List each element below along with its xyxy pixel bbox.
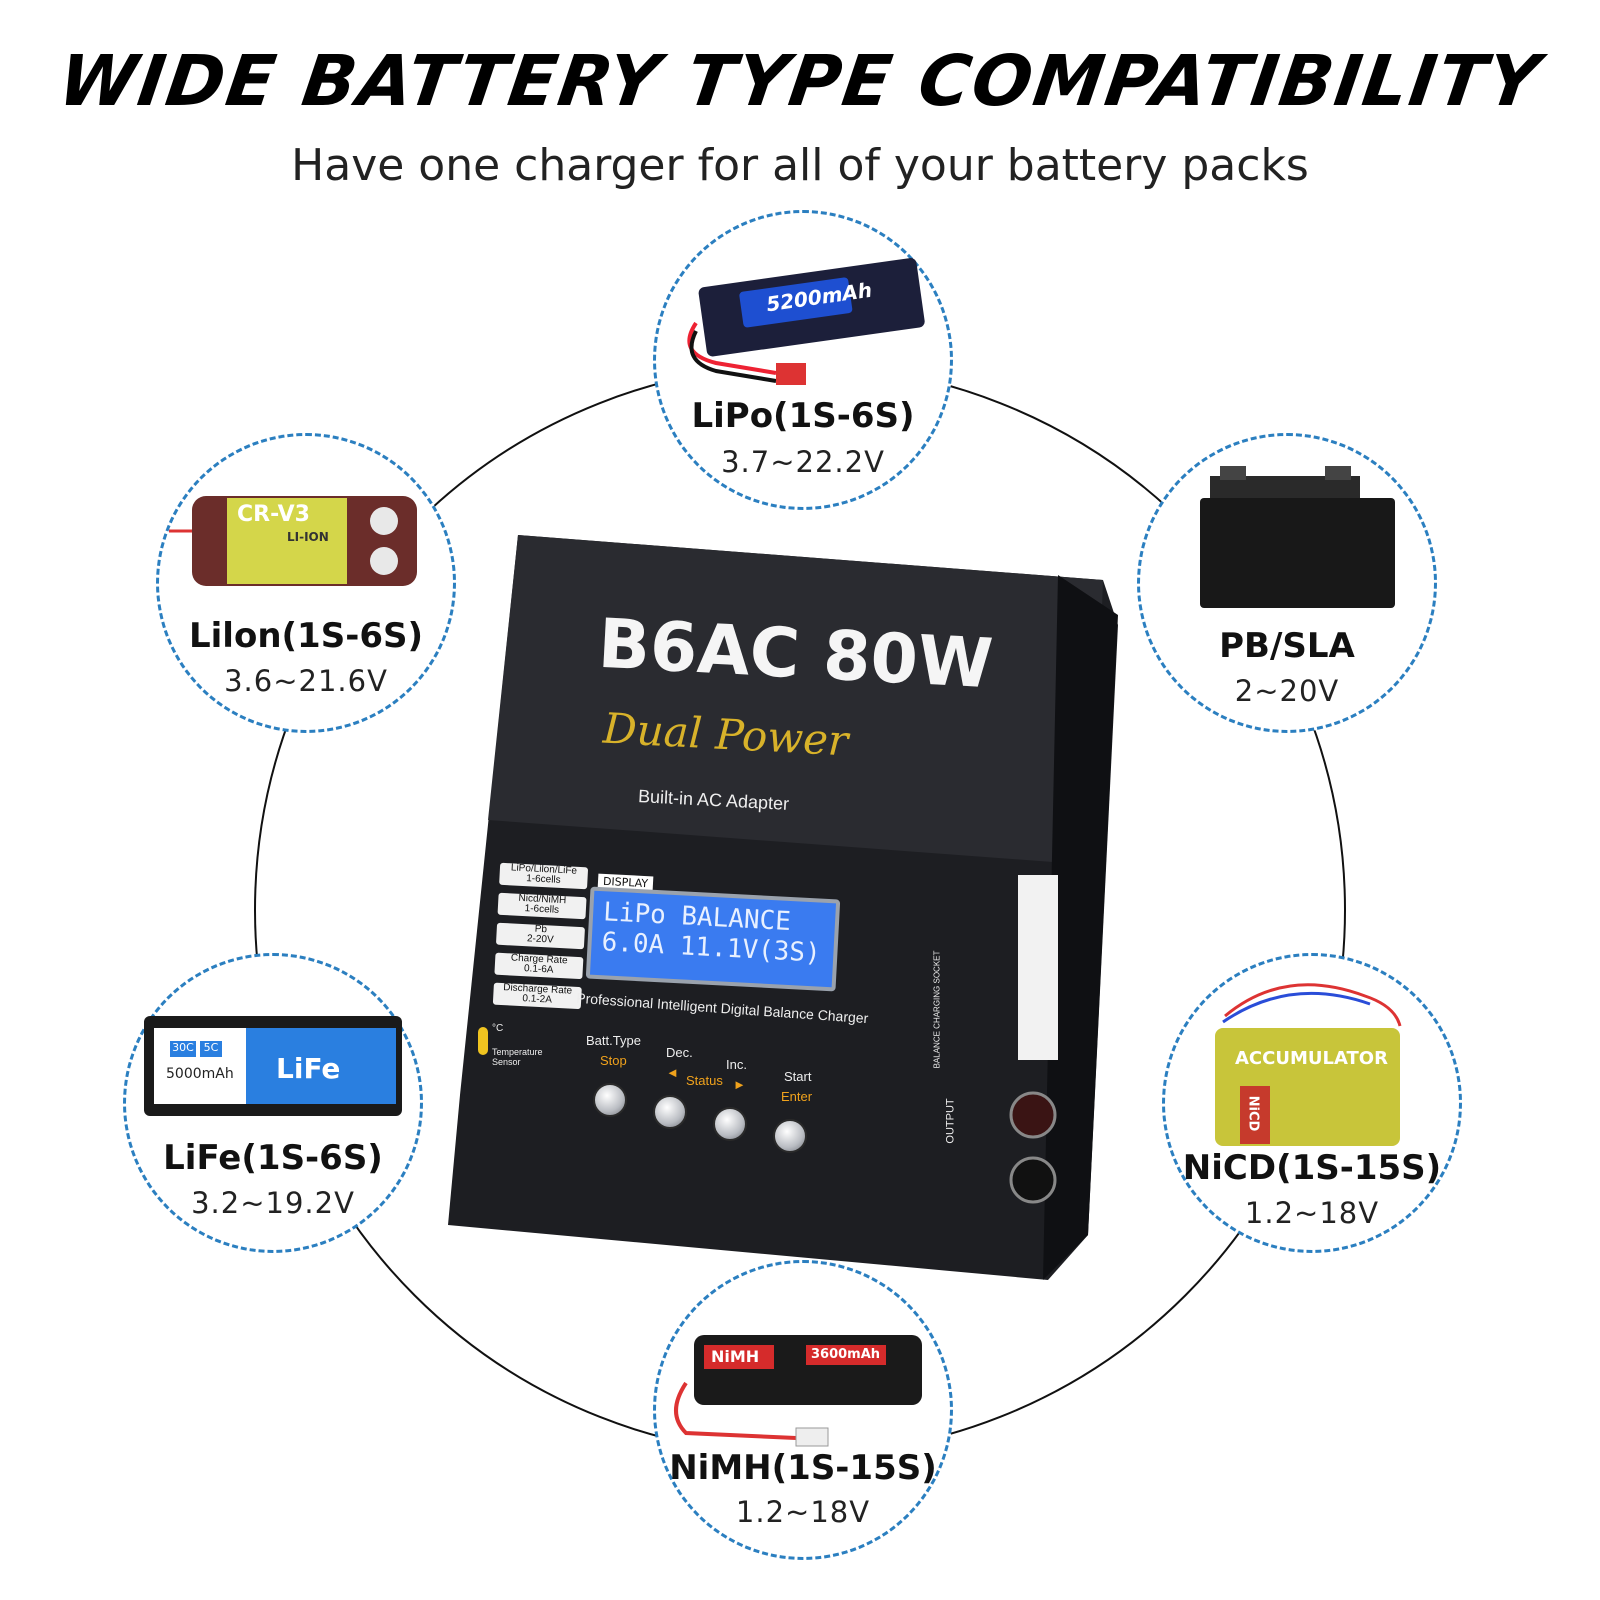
nicd-side-label: NiCD [1245, 1095, 1261, 1132]
button-sub-dec: ◄ [666, 1065, 679, 1080]
life-capacity: 5000mAh [166, 1066, 234, 1082]
pbsla-voltage: 2~20V [1234, 674, 1340, 708]
lilon-sub: LI-ION [287, 530, 329, 544]
battery-card-pbsla: PB/SLA 2~20V [1137, 433, 1437, 733]
life-c2: 5C [200, 1041, 222, 1057]
battery-card-lipo: 5200mAh LiPo(1S-6S) 3.7~22.2V [653, 210, 953, 510]
dec-button[interactable] [653, 1095, 687, 1129]
output-label: OUTPUT [944, 1098, 957, 1144]
temp-unit: °C [492, 1023, 504, 1034]
battery-card-lilon: CR-V3 LI-ION Lilon(1S-6S) 3.6~21.6V [156, 433, 456, 733]
button-sub-stop: Stop [600, 1053, 627, 1068]
battery-card-nicd: ACCUMULATOR NiCD NiCD(1S-15S) 1.2~18V [1162, 953, 1462, 1253]
balance-socket-label: BALANCE CHARGING SOCKET [932, 950, 942, 1069]
lilon-label: Lilon(1S-6S) [188, 616, 423, 656]
nicd-label: NiCD(1S-15S) [1182, 1148, 1442, 1188]
button-label-batt-type: Batt.Type [586, 1033, 641, 1048]
pbsla-label: PB/SLA [1219, 626, 1355, 666]
lilon-battery-icon [169, 496, 417, 586]
batt-type-button[interactable] [593, 1083, 627, 1117]
button-label-start: Start [784, 1069, 812, 1084]
lipo-battery-icon [687, 258, 925, 385]
sla-battery-icon [1200, 466, 1395, 608]
charger-device: B6AC 80W Dual Power Built-in AC Adapter … [448, 535, 1128, 1285]
start-button[interactable] [773, 1119, 807, 1153]
nimh-battery-icon [674, 1335, 922, 1447]
button-sub-enter: Enter [781, 1089, 813, 1104]
life-voltage: 3.2~19.2V [191, 1186, 355, 1220]
button-label-inc: Inc. [726, 1057, 747, 1072]
nicd-battery-icon [1215, 983, 1402, 1146]
page-title: WIDE BATTERY TYPE COMPATIBILITY [53, 40, 1547, 122]
button-sub-inc: ► [733, 1077, 746, 1092]
life-c1: 30C [170, 1041, 196, 1057]
thermometer-icon [478, 1027, 488, 1055]
life-battery-icon [144, 1016, 402, 1116]
lipo-voltage: 3.7~22.2V [721, 445, 885, 479]
nimh-label: NiMH(1S-15S) [669, 1448, 937, 1488]
status-label: Status [686, 1073, 723, 1088]
lcd-screen: LiPo BALANCE 6.0A 11.1V(3S) [585, 886, 841, 992]
nimh-capacity: 3600mAh [811, 1347, 881, 1362]
battery-card-life: 30C 5C 5000mAh LiFe LiFe(1S-6S) 3.2~19.2… [123, 953, 423, 1253]
page-subtitle: Have one charger for all of your battery… [291, 140, 1309, 191]
inc-button[interactable] [713, 1107, 747, 1141]
lilon-voltage: 3.6~21.6V [224, 664, 388, 698]
lipo-label: LiPo(1S-6S) [691, 396, 915, 436]
life-badge: LiFe [276, 1052, 341, 1085]
lilon-badge: CR-V3 [237, 502, 310, 527]
nimh-voltage: 1.2~18V [735, 1495, 871, 1529]
battery-card-nimh: NiMH 3600mAh NiMH(1S-15S) 1.2~18V [653, 1260, 953, 1560]
temp-label: Temperature Sensor [492, 1047, 543, 1067]
nicd-voltage: 1.2~18V [1244, 1196, 1380, 1230]
button-label-dec: Dec. [666, 1045, 693, 1060]
life-label: LiFe(1S-6S) [163, 1138, 383, 1178]
nimh-badge: NiMH [711, 1347, 760, 1366]
nicd-badge: ACCUMULATOR [1235, 1048, 1388, 1069]
